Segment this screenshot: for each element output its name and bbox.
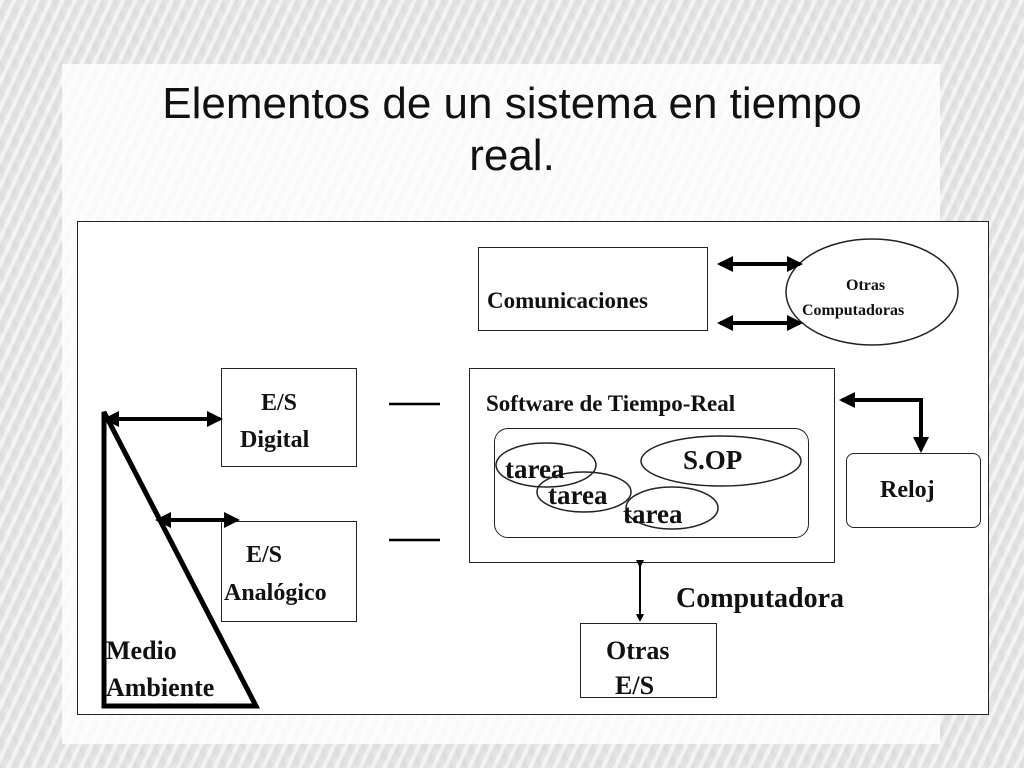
arrow-software-reloj	[839, 392, 929, 453]
es-analogico-label-1: E/S	[246, 542, 283, 568]
es-digital-box	[221, 368, 357, 467]
tarea-label-1: tarea	[505, 454, 565, 484]
tarea-ellipse-1	[495, 442, 597, 488]
software-label: Software de Tiempo-Real	[486, 391, 736, 416]
es-analogico-label-2: Analógico	[224, 580, 327, 606]
sop-label: S.OP	[683, 445, 743, 475]
comunicaciones-box	[478, 247, 708, 331]
es-digital-label-2: Digital	[240, 427, 310, 453]
computadora-label: Computadora	[676, 583, 845, 614]
slide-title: Elementos de un sistema en tiempo real.	[70, 78, 954, 182]
otras-es-label-1: Otras	[606, 636, 670, 665]
medio-ambiente-label-2: Ambiente	[106, 673, 215, 702]
title-line-2: real.	[469, 131, 555, 180]
tarea-label-2: tarea	[548, 480, 608, 510]
otras-computadoras-label-2: Computadoras	[802, 302, 905, 319]
tarea-ellipse-3	[625, 486, 719, 530]
otras-computadoras-label-1: Otras	[846, 277, 886, 294]
tarea-ellipse-2	[536, 471, 632, 513]
reloj-box	[846, 453, 981, 528]
comunicaciones-label: Comunicaciones	[487, 288, 648, 313]
title-line-1: Elementos de un sistema en tiempo	[162, 79, 862, 128]
es-analogico-box	[221, 521, 357, 622]
tarea-label-3: tarea	[623, 499, 683, 529]
es-digital-label-1: E/S	[261, 390, 298, 416]
otras-computadoras-ellipse	[785, 238, 959, 346]
medio-ambiente-label-1: Medio	[106, 636, 177, 665]
sop-ellipse	[640, 435, 802, 487]
medio-ambiente-triangle	[101, 410, 261, 709]
otras-es-label-2: E/S	[615, 671, 655, 700]
reloj-label: Reloj	[880, 477, 935, 503]
otras-es-box	[580, 623, 717, 698]
